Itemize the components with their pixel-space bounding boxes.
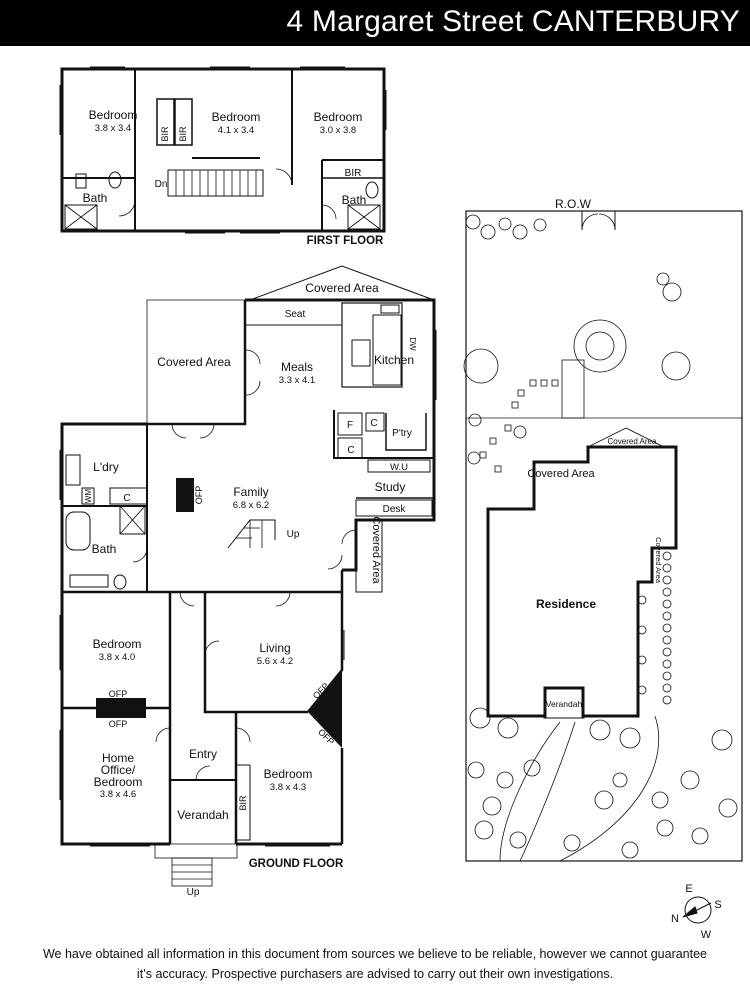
site-covered-area-narrow-label: Covered Area — [654, 537, 663, 584]
ff-bir-2-label: BIR — [178, 126, 188, 142]
ff-bedroom-1-size: 3.8 x 3.4 — [95, 123, 131, 134]
cupboard-label-2: C — [347, 445, 354, 456]
ff-bath-2-label: Bath — [342, 193, 367, 207]
home-office-line-2: Office/ — [101, 763, 136, 777]
living-size: 5.6 x 4.2 — [257, 656, 293, 667]
living-label: Living — [259, 641, 290, 655]
ff-bir-1-label: BIR — [160, 126, 170, 142]
compass-west: W — [701, 929, 712, 941]
bedroom-2-size: 3.8 x 4.3 — [270, 782, 306, 793]
home-office-size: 3.8 x 4.6 — [100, 789, 136, 800]
site-covered-area-small-label: Covered Area — [608, 437, 657, 446]
kitchen-label: Kitchen — [374, 353, 414, 367]
bir-label: BIR — [238, 795, 248, 811]
garden-trees — [463, 214, 738, 859]
meals-label: Meals — [281, 360, 313, 374]
ff-bath-1-label: Bath — [83, 191, 108, 205]
floor-plan: Bedroom 3.8 x 3.4 Bedroom 4.1 x 3.4 Bedr… — [59, 66, 743, 941]
residence-label: Residence — [536, 597, 596, 611]
home-office-line-1: Home — [102, 751, 134, 765]
family-size: 6.8 x 6.2 — [233, 500, 269, 511]
ff-bedroom-1-label: Bedroom — [89, 108, 138, 122]
covered-area-left-label: Covered Area — [157, 355, 231, 369]
pantry-label: P'try — [392, 428, 412, 439]
desk-label: Desk — [383, 504, 407, 515]
meals-size: 3.3 x 4.1 — [279, 375, 315, 386]
site-plan — [465, 210, 743, 862]
ff-stairs-down-label: Dn — [155, 179, 168, 190]
washing-machine-label: WM — [84, 489, 93, 504]
open-fireplace-bedroom-label: OFP — [109, 689, 128, 699]
compass-east: E — [685, 883, 692, 895]
bedroom-1-label: Bedroom — [93, 637, 142, 651]
home-office-line-3: Bedroom — [94, 775, 143, 789]
cupboard-label-3: C — [123, 493, 130, 504]
cupboard-label-1: C — [370, 418, 377, 429]
right-of-way-label: R.O.W — [555, 197, 592, 211]
page-title: 4 Margaret Street CANTERBURY — [286, 5, 740, 38]
ff-bedroom-2-label: Bedroom — [212, 110, 261, 124]
covered-area-top-label: Covered Area — [305, 281, 379, 295]
disclaimer-line-1: We have obtained all information in this… — [42, 947, 708, 961]
compass-south: S — [714, 899, 721, 911]
family-label: Family — [233, 485, 268, 499]
disclaimer: We have obtained all information in this… — [0, 944, 750, 984]
covered-area-side-label: Covered Area — [370, 516, 382, 584]
stairs-up-label: Up — [287, 529, 300, 540]
ff-bedroom-2-size: 4.1 x 3.4 — [218, 125, 254, 136]
first-floor-walls — [59, 66, 387, 234]
bedroom-1-size: 3.8 x 4.0 — [99, 652, 135, 663]
study-label: Study — [375, 480, 406, 494]
fridge-label: F — [347, 420, 353, 431]
disclaimer-line-2: it’s accuracy. Prospective purchasers ar… — [136, 967, 614, 981]
verandah-label: Verandah — [177, 808, 228, 822]
ground-floor-walls — [59, 265, 437, 887]
entry-label: Entry — [189, 747, 217, 761]
site-covered-area-label: Covered Area — [527, 468, 595, 480]
seat-label: Seat — [285, 309, 306, 320]
site-verandah-label: Verandah — [546, 699, 583, 709]
compass-north: N — [671, 913, 679, 925]
walk-in-wardrobe-label: W.U — [390, 462, 408, 473]
ff-bedroom-3-label: Bedroom — [314, 110, 363, 124]
open-fireplace-family-label: OFP — [194, 486, 204, 505]
laundry-label: L'dry — [93, 460, 119, 474]
ff-bedroom-3-size: 3.0 x 3.8 — [320, 125, 356, 136]
front-steps-up-label: Up — [187, 887, 200, 898]
first-floor-label: FIRST FLOOR — [307, 235, 384, 247]
ground-floor-label: GROUND FLOOR — [249, 858, 344, 870]
ff-bir-3-label: BIR — [345, 168, 362, 179]
bath-label: Bath — [92, 542, 117, 556]
compass-rose — [682, 896, 712, 924]
title-bar: 4 Margaret Street CANTERBURY — [0, 0, 750, 46]
open-fireplace-office-label: OFP — [109, 719, 128, 729]
bedroom-2-label: Bedroom — [264, 767, 313, 781]
dishwasher-label: DW — [408, 337, 417, 351]
